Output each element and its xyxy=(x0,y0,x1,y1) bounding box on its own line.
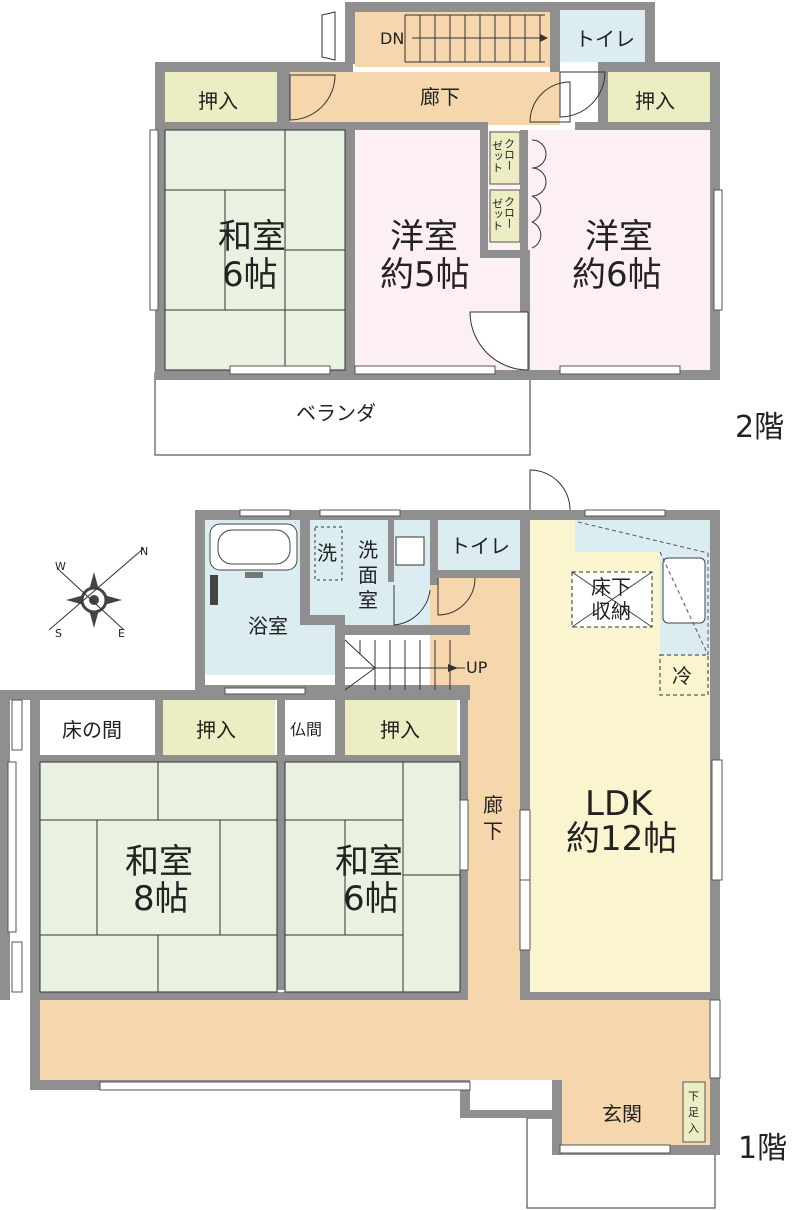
ldk-size: 約12帖 xyxy=(566,819,677,859)
bath-label: 浴室 xyxy=(248,614,288,638)
oshiire-1f-right xyxy=(345,700,457,755)
corridor-2f-label: 廊下 xyxy=(420,85,460,109)
yukashita-label-1: 床下 xyxy=(591,575,631,599)
up-label: UP xyxy=(466,658,488,677)
oshiire-2f-right-label: 押入 xyxy=(635,89,675,113)
compass-w: W xyxy=(55,560,66,573)
butsuma-label: 仏間 xyxy=(290,720,322,739)
tokonoma-label: 床の間 xyxy=(62,718,122,742)
washitsu-2f-size: 6帖 xyxy=(222,255,278,295)
yukashita-label-2: 収納 xyxy=(591,599,631,623)
floor-2-label: 2階 xyxy=(735,410,784,445)
corridor-1f-label-2: 下 xyxy=(483,819,503,843)
dn-label: DN xyxy=(380,29,404,48)
senmen-label-1: 洗 xyxy=(358,538,378,562)
ldk-name: LDK xyxy=(585,784,654,824)
toilet-1f-label: トイレ xyxy=(450,534,510,558)
toilet-2f xyxy=(560,10,645,62)
oshiire-1f-right-label: 押入 xyxy=(380,718,420,742)
closet-2f-1-label-a: クロー xyxy=(503,138,516,171)
senmen-label-3: 室 xyxy=(358,588,378,612)
compass xyxy=(48,547,145,631)
washer-space xyxy=(314,526,343,581)
veranda-label: ベランダ xyxy=(296,401,376,425)
closet-2f-1-label-b: ゼット xyxy=(491,140,504,173)
tokonoma xyxy=(40,700,157,755)
getabako xyxy=(682,1081,706,1143)
floor-1-label: 1階 xyxy=(738,1131,787,1166)
closet-2f-2 xyxy=(489,189,521,243)
oshiire-2f-left xyxy=(165,72,277,122)
washitsu-6-name: 和室 xyxy=(335,842,403,882)
compass-s: S xyxy=(55,627,62,640)
butsuma xyxy=(285,700,335,755)
floor-1: N W E S 洗 洗 面 室 トイレ 浴室 UP 床の間 押入 仏間 押入 和… xyxy=(0,469,787,1209)
closet-2f-2-label-a: クロー xyxy=(503,196,516,229)
oshiire-2f-right xyxy=(608,72,710,122)
corridor-1f-main xyxy=(40,998,712,1080)
corridor-1f-vertical xyxy=(465,578,527,1000)
closet-2f-2-label-b: ゼット xyxy=(491,198,504,231)
fridge-space xyxy=(659,654,709,696)
oshiire-2f-left-label: 押入 xyxy=(198,89,238,113)
yoshitsu-2f-b-size: 約6帖 xyxy=(572,255,662,295)
getabako-label-2: 足 xyxy=(688,1106,699,1119)
compass-e: E xyxy=(118,627,125,640)
closet-2f-1 xyxy=(489,131,521,185)
yoshitsu-2f-a-size: 約5帖 xyxy=(380,255,470,295)
sink xyxy=(395,536,425,566)
getabako-label-1: 下 xyxy=(688,1090,699,1103)
washitsu-6-size: 6帖 xyxy=(343,879,399,919)
veranda-area xyxy=(154,372,531,456)
compass-n: N xyxy=(140,545,148,558)
floor-2: DN トイレ 廊下 押入 押入 クロー ゼット クロー ゼット 和室 6帖 洋室… xyxy=(149,2,784,456)
washitsu-2f-name: 和室 xyxy=(218,217,286,257)
oshiire-1f-left-label: 押入 xyxy=(196,718,236,742)
kitchen-sink xyxy=(662,557,706,624)
yoshitsu-2f-a-name: 洋室 xyxy=(390,217,458,257)
oshiire-1f-left xyxy=(163,700,275,755)
washitsu-8-name: 和室 xyxy=(125,842,193,882)
washitsu-8-size: 8帖 xyxy=(133,879,189,919)
corridor-2f xyxy=(290,72,600,125)
yoshitsu-2f-b xyxy=(530,130,710,370)
genkan-label: 玄関 xyxy=(602,1102,642,1126)
senmen-label-2: 面 xyxy=(358,563,378,587)
fridge-label: 冷 xyxy=(672,664,692,688)
yoshitsu-2f-b-name: 洋室 xyxy=(585,217,653,257)
toilet-2f-label: トイレ xyxy=(575,27,635,51)
corridor-1f-label-1: 廊 xyxy=(483,793,503,817)
washitsu-6-area xyxy=(285,762,460,992)
wash-mark-label: 洗 xyxy=(317,541,337,565)
kitchen-counter-top xyxy=(575,520,710,552)
getabako-label-3: 入 xyxy=(688,1122,699,1135)
toilet-1f xyxy=(435,520,520,570)
